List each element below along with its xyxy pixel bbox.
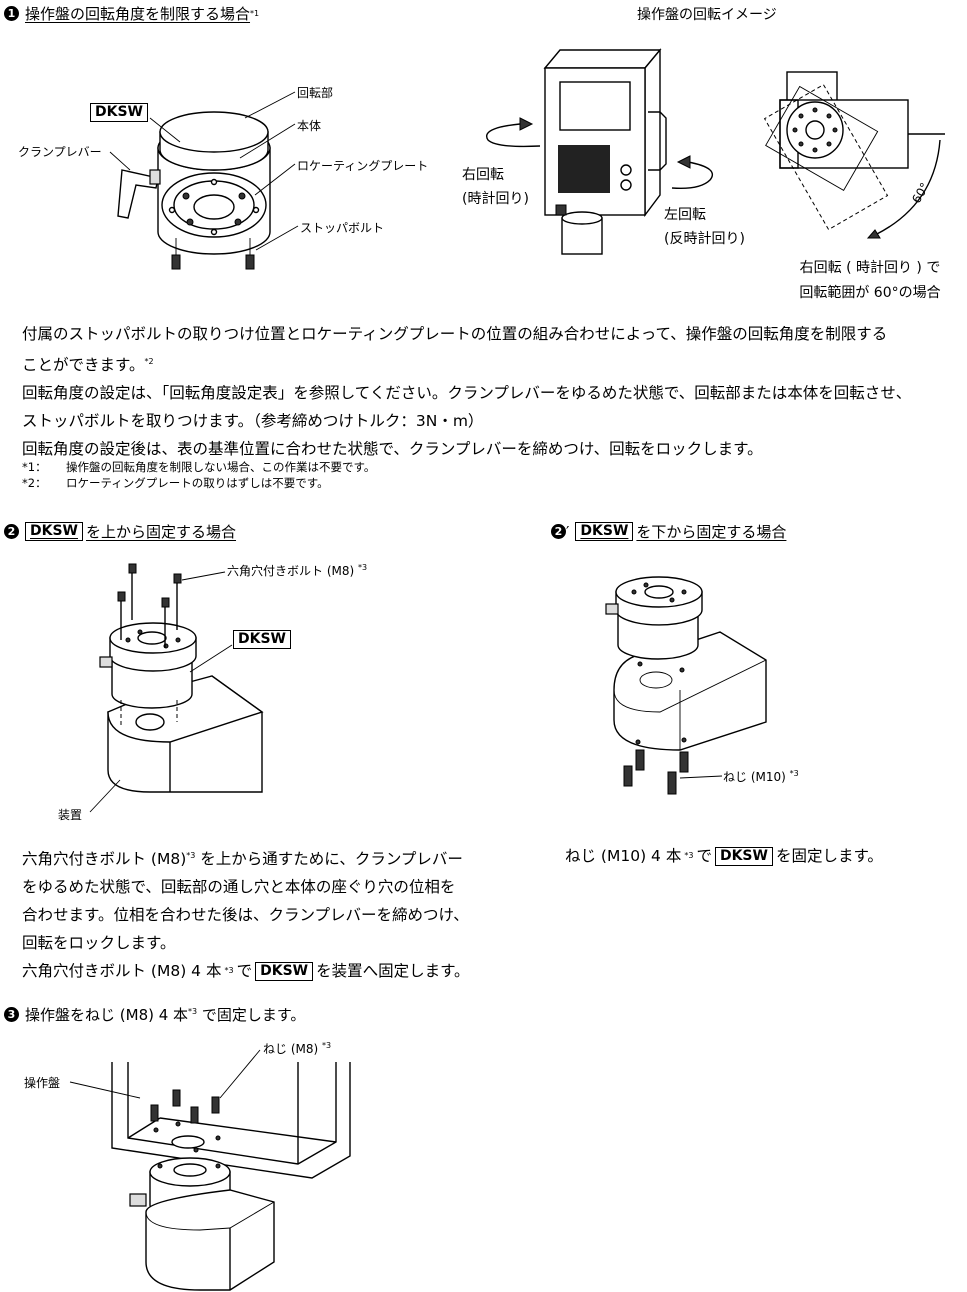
step2-title: 2 DKSW を上から固定する場合 [4,521,236,542]
label-locating-plate: ロケーティングプレート [297,159,429,173]
step1-dksw-label: DKSW [90,103,148,122]
right-rotation-label: 右回転 (時計回り) [462,167,529,207]
keypad [558,145,610,193]
step1-title: 1 操作盤の回転角度を制限する場合*1 [4,3,259,24]
label-rotating-part: 回転部 [297,86,334,100]
rotation-image-title: 操作盤の回転イメージ [637,7,777,23]
left-rotation-label: 左回転 (反時計回り) [664,207,745,247]
step3-title: 3 操作盤をねじ (M8) 4 本*3 で固定します。 [4,1004,305,1025]
step2-paragraph: 六角穴付きボルト (M8)*3 を上から通すために、クランプレバー をゆるめた状… [22,850,470,981]
step3-panel-label: 操作盤 [24,1076,61,1090]
step2-dksw-label: DKSW [233,630,291,649]
step1-paragraph: 付属のストッパボルトの取りつけ位置とロケーティングプレートの位置の組み合わせによ… [22,325,912,459]
label-clamp-lever: クランプレバー [18,145,102,159]
label-stopper-bolt: ストッパボルト [300,221,385,235]
label-body: 本体 [297,119,322,133]
step2-device-label: 装置 [58,808,83,822]
step2b-text: ねじ (M10) 4 本*3 で DKSW を固定します。 [565,846,883,866]
step1-number: 1 [4,6,19,21]
step2-bolt-label: 六角穴付きボルト (M8) *3 [227,563,368,578]
step2b-screw-label: ねじ (M10) *3 [723,769,799,784]
step1-title-text: 操作盤の回転角度を制限する場合 [25,5,251,23]
panel-rotation-diagram [486,48,945,255]
step1-title-note: *1 [250,9,260,18]
step3-screw-label: ねじ (M8) *3 [263,1041,332,1056]
step1-notes: *1：操作盤の回転角度を制限しない場合、この作業は不要です。 *2：ロケーティン… [22,460,376,490]
step2b-title: 2′ DKSW を下から固定する場合 [551,521,786,542]
dksw-unit-diagram [109,91,299,270]
rotation-caption: 右回転 ( 時計回り ) で 回転範囲が 60°の場合 [799,260,941,301]
